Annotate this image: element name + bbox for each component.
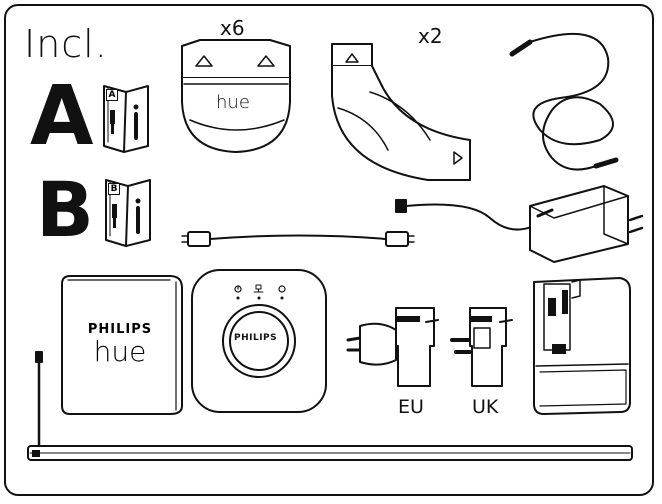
- power-cable-coiled: [509, 32, 619, 171]
- uk-label: UK: [472, 396, 499, 418]
- screwdriver-icon: [112, 204, 117, 228]
- eu-plug-adapter: [346, 307, 439, 387]
- power-adapter: [395, 185, 644, 263]
- uk-plug-adapter: [450, 307, 513, 387]
- controller-brand: PHILIPS hue: [60, 322, 180, 368]
- hue-bridge: [191, 269, 327, 413]
- hue-controller: [61, 275, 183, 415]
- contents-frame: [4, 4, 654, 496]
- link-icon: [278, 285, 286, 300]
- eu-label: EU: [398, 396, 424, 418]
- booklet-a-tag: A: [106, 89, 118, 101]
- corner-quantity: x2: [418, 24, 443, 48]
- info-icon: [133, 104, 139, 140]
- kit-b-letter: B: [36, 165, 94, 254]
- included-label: Incl.: [24, 22, 108, 66]
- screwdriver-icon: [110, 110, 115, 134]
- info-icon: [135, 198, 141, 234]
- clip-quantity: x6: [220, 16, 245, 40]
- bridge-brand: PHILIPS: [234, 333, 278, 343]
- wall-power-adapter: [533, 277, 631, 415]
- power-icon: [234, 285, 242, 300]
- mounting-clip: [181, 39, 291, 153]
- kit-a-letter: A: [30, 69, 94, 164]
- network-icon: [253, 284, 264, 300]
- corner-connector: [331, 43, 471, 181]
- network-cable: [181, 231, 415, 247]
- clip-brand: hue: [216, 92, 250, 113]
- booklet-b-tag: B: [108, 183, 120, 195]
- controller-brand-bottom: hue: [93, 335, 147, 368]
- light-strip: [27, 351, 633, 461]
- controller-brand-top: PHILIPS: [87, 322, 153, 337]
